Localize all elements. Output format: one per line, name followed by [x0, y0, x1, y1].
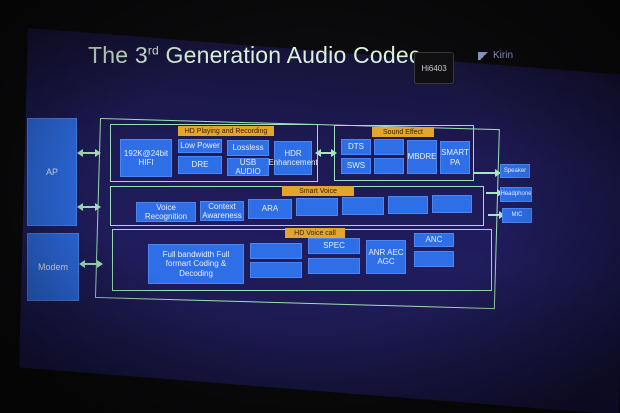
dre-block: DRE — [178, 156, 222, 174]
hd-playing-header: HD Playing and Recording — [178, 126, 274, 136]
kirin-logo: Kirin — [478, 50, 513, 61]
ap-block: AP — [27, 118, 77, 226]
dts-block: DTS — [341, 139, 371, 155]
sws-block: SWS — [341, 158, 371, 174]
call-block-small-1 — [250, 243, 302, 259]
arrow-ap-smartvoice — [77, 203, 101, 211]
mic-block: MIC — [502, 208, 532, 223]
arrow-to-headphone — [486, 189, 503, 197]
chip-badge: Hi6403 — [414, 52, 454, 84]
arrow-to-mic — [488, 211, 505, 219]
voice-block-small-4 — [432, 195, 472, 213]
sound-effect-header: Sound Effect — [372, 127, 434, 137]
anc-block: ANC — [414, 233, 454, 247]
effect-block-small-2 — [374, 158, 404, 174]
lossless-block: Lossless — [227, 140, 269, 156]
hifi-block: 192K@24bit HIFI — [120, 139, 172, 177]
spec-block: SPEC — [308, 238, 360, 254]
hd-voice-call-header: HD Voice call — [285, 228, 345, 238]
modem-block: Modem — [27, 233, 79, 301]
anr-aec-agc-block: ANR AEC AGC — [366, 240, 406, 274]
headphone-block: Headphone — [500, 187, 532, 202]
call-block-small-2 — [250, 262, 302, 278]
arrow-ap-hdplay — [77, 149, 101, 157]
mbdre-block: MBDRE — [407, 140, 437, 174]
voice-block-small-1 — [296, 198, 338, 216]
context-awareness-block: Context Awareness — [200, 201, 244, 221]
slide-title: The 3rd Generation Audio Codec — [88, 42, 421, 68]
voice-block-small-2 — [342, 197, 384, 215]
smart-pa-block: SMART PA — [440, 141, 470, 174]
call-block-small-4 — [414, 251, 454, 267]
ara-block: ARA — [248, 199, 292, 219]
call-block-small-3 — [308, 258, 360, 274]
voice-recognition-block: Voice Recognition — [136, 202, 196, 222]
usb-audio-block: USB AUDIO — [227, 158, 269, 176]
effect-block-small-1 — [374, 139, 404, 155]
arrow-to-speaker — [474, 169, 501, 177]
brand-text: Kirin — [493, 50, 514, 61]
low-power-block: Low Power — [178, 139, 222, 153]
hdr-enhancement-block: HDR Enhancement — [268, 141, 318, 175]
speaker-block: Speaker — [500, 164, 530, 178]
full-bandwidth-block: Full bandwidth Full formart Coding & Dec… — [148, 244, 244, 284]
arrow-playing-soundeffect — [315, 149, 337, 157]
voice-block-small-3 — [388, 196, 428, 214]
kirin-logo-mark-icon — [478, 51, 490, 60]
smart-voice-header: Smart Voice — [282, 186, 354, 196]
